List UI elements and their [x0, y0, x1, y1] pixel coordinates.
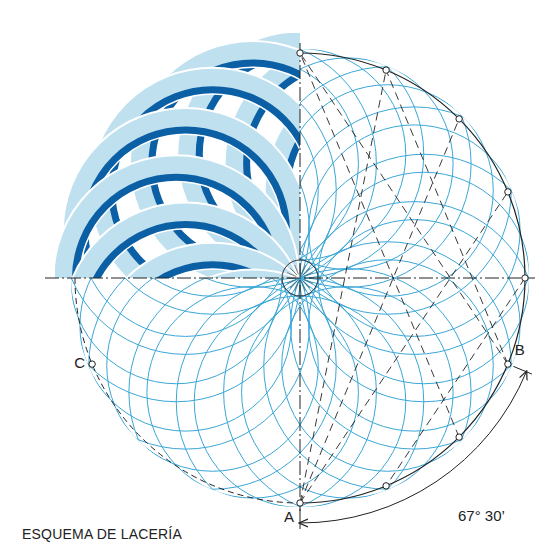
- center-line: [300, 43, 301, 511]
- division-point: [383, 67, 389, 73]
- band-gap: [305, 121, 525, 341]
- point-label: B: [515, 342, 525, 359]
- band-gap: [103, 256, 323, 476]
- center-line: [45, 278, 535, 279]
- division-point: [297, 500, 303, 506]
- band-light: [278, 81, 498, 301]
- division-point: [456, 434, 462, 440]
- caption: ESQUEMA DE LACERÍA: [22, 526, 182, 542]
- angle-value: 67° 30’: [456, 508, 507, 525]
- lace-arc: [264, 242, 512, 490]
- band-gap: [143, 283, 363, 503]
- band-gap: [305, 216, 525, 436]
- construction-chord: [300, 53, 459, 437]
- center-ray: [295, 282, 299, 291]
- extension-line: [300, 509, 301, 529]
- band-gap: [238, 283, 458, 503]
- extension-line: [513, 366, 531, 374]
- point-label: C: [74, 355, 85, 372]
- construction-chord: [300, 119, 459, 503]
- angle-dimension: [300, 372, 526, 523]
- construction-chord: [386, 278, 525, 486]
- band-gap: [278, 81, 498, 301]
- band-light: [278, 256, 498, 476]
- construction-chord: [300, 53, 508, 364]
- band-light: [103, 256, 323, 476]
- band-light: [238, 283, 458, 503]
- division-point: [505, 189, 511, 195]
- center-ray: [304, 280, 313, 284]
- band-light: [305, 121, 525, 341]
- lace-arc: [80, 220, 292, 432]
- lace-arc: [291, 202, 539, 450]
- division-point: [522, 275, 528, 281]
- construction-chord: [300, 70, 386, 503]
- lace-arc: [309, 220, 521, 432]
- division-point: [89, 361, 95, 367]
- point-label: A: [284, 509, 294, 526]
- lace-arc: [89, 67, 337, 315]
- outer-circle-dashed: [75, 278, 300, 503]
- division-point: [383, 483, 389, 489]
- band-gap: [278, 256, 498, 476]
- outer-circle: [300, 53, 525, 503]
- construction-chord: [386, 70, 508, 364]
- division-point: [297, 50, 303, 56]
- band-light: [143, 283, 363, 503]
- division-point: [505, 361, 511, 367]
- center-ray: [302, 265, 306, 274]
- lace-arc: [107, 85, 319, 297]
- lace-arc: [147, 287, 359, 499]
- lace-arc: [224, 269, 472, 517]
- band-light: [305, 216, 525, 436]
- lace-arc: [242, 58, 454, 270]
- center-ray: [287, 273, 296, 277]
- division-point: [456, 116, 462, 122]
